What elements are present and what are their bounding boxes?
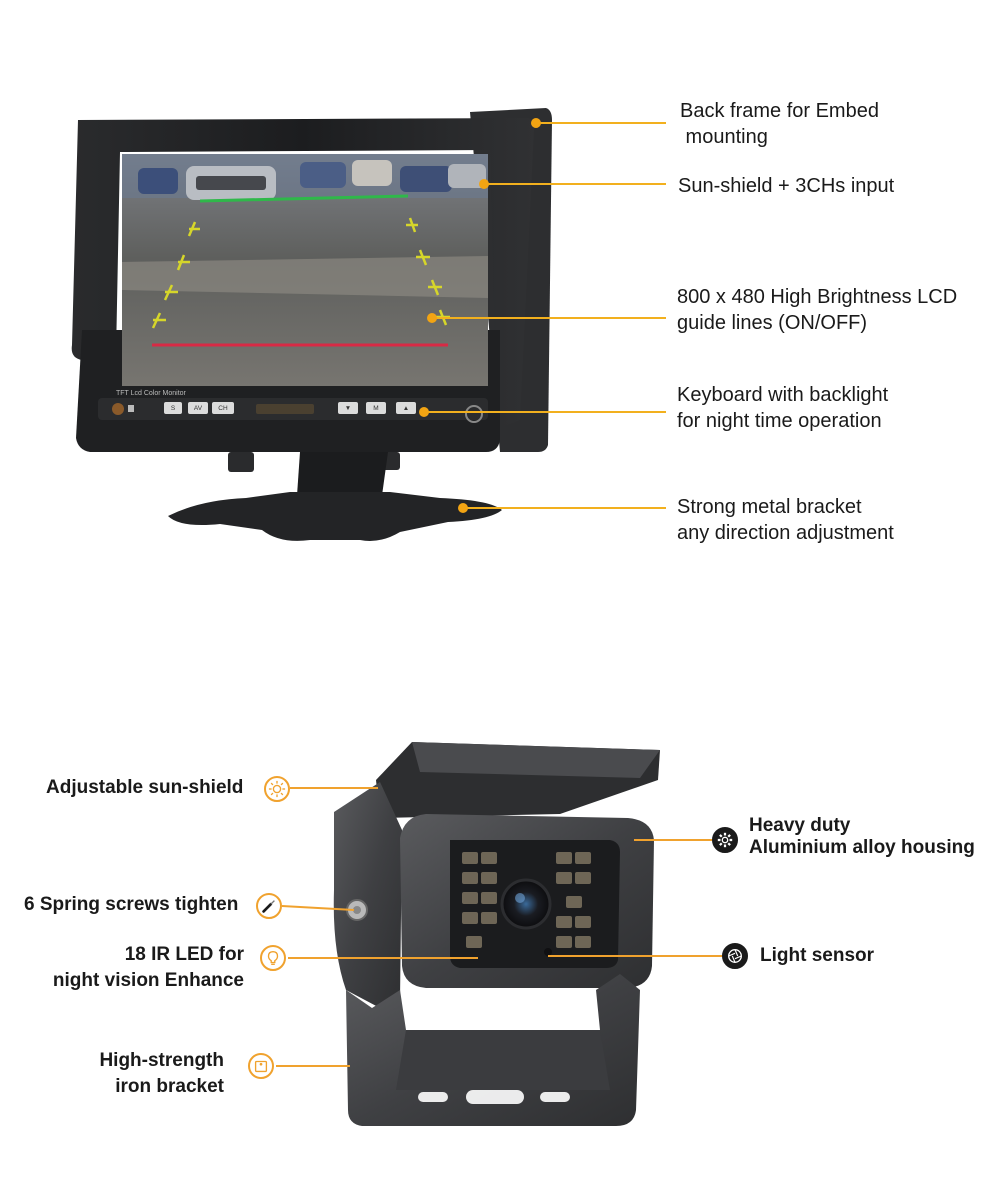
callout-back-frame-line2: mounting	[680, 126, 768, 148]
button-av-label: AV	[194, 405, 203, 412]
callout-ir-led: 18 IR LED for night vision Enhance	[44, 942, 244, 994]
button-down-label: ▼	[345, 405, 351, 412]
button-up[interactable]	[396, 402, 416, 414]
button-s[interactable]	[164, 402, 182, 414]
button-menu[interactable]	[366, 402, 386, 414]
callout-keyboard-line2: for night time operation	[677, 410, 882, 432]
callout-housing-line2: Aluminium alloy housing	[749, 837, 975, 858]
button-down[interactable]	[338, 402, 358, 414]
ir-window	[256, 404, 314, 414]
callout-sun-shield: Sun-shield + 3CHs input	[678, 173, 894, 199]
bulb-icon	[260, 945, 286, 971]
callout-light-sensor: Light sensor	[760, 943, 874, 969]
callout-adjustable-sun-shield-line1: Adjustable sun-shield	[46, 777, 244, 798]
callout-iron-bracket-line2: iron bracket	[115, 1076, 224, 1097]
ir-led-array	[462, 852, 591, 948]
callout-keyboard: Keyboard with backlight for night time o…	[677, 382, 888, 434]
screen-brand: TFT Lcd Color Monitor	[116, 390, 187, 397]
monitor-illustration: TFT Lcd Color Monitor S AV CH ▼ M ▲	[71, 108, 666, 541]
camera-lens	[500, 878, 552, 930]
headphone-jack-icon	[465, 405, 483, 423]
callout-light-sensor-line1: Light sensor	[760, 945, 875, 966]
callout-lcd-line1: 800 x 480 High Brightness LCD	[677, 286, 958, 308]
callout-bracket: Strong metal bracket any direction adjus…	[677, 494, 894, 546]
callout-bracket-line1: Strong metal bracket	[677, 496, 862, 518]
callout-spring-screws-line1: 6 Spring screws tighten	[24, 894, 239, 915]
callout-sun-shield-line1: Sun-shield + 3CHs input	[678, 175, 895, 197]
callout-keyboard-line1: Keyboard with backlight	[677, 384, 889, 406]
callout-adjustable-sun-shield: Adjustable sun-shield	[46, 775, 243, 801]
callout-lcd-line2: guide lines (ON/OFF)	[677, 312, 868, 334]
sun-icon	[264, 776, 290, 802]
metal-bracket-base	[168, 492, 502, 541]
callout-housing: Heavy duty Aluminium alloy housing	[749, 815, 975, 859]
monitor-section: TFT Lcd Color Monitor S AV CH ▼ M ▲	[71, 98, 957, 546]
aperture-icon	[722, 943, 748, 969]
callout-iron-bracket-line1: High-strength	[99, 1050, 224, 1071]
callout-ir-led-line2: night vision Enhance	[52, 970, 244, 991]
power-led-icon	[112, 403, 124, 415]
callout-lcd: 800 x 480 High Brightness LCD guide line…	[677, 284, 957, 336]
button-up-label: ▲	[403, 405, 409, 412]
button-ch-label: CH	[218, 405, 228, 412]
callout-spring-screws: 6 Spring screws tighten	[24, 892, 238, 918]
button-av[interactable]	[188, 402, 208, 414]
callout-back-frame: Back frame for Embed mounting	[680, 98, 879, 150]
monitor-callout-dots	[419, 118, 541, 513]
button-menu-label: M	[373, 405, 378, 412]
callout-ir-led-line1: 18 IR LED for	[124, 944, 244, 965]
button-ch[interactable]	[212, 402, 234, 414]
camera-callout-lines	[276, 787, 722, 1067]
sun-shield	[71, 118, 535, 430]
gear-icon	[712, 827, 738, 853]
screwdriver-icon	[256, 893, 282, 919]
light-sensor	[544, 948, 552, 956]
callout-iron-bracket: High-strength iron bracket	[90, 1048, 224, 1100]
camera-section: Adjustable sun-shield 6 Spring screws ti…	[0, 690, 1000, 1200]
callout-back-frame-line1: Back frame for Embed	[680, 100, 879, 122]
callout-housing-line1: Heavy duty	[749, 815, 851, 836]
side-bracket	[333, 782, 402, 1008]
button-s-label: S	[171, 405, 176, 412]
camera-illustration	[276, 742, 722, 1126]
callout-bracket-line2: any direction adjustment	[677, 522, 894, 544]
monitor-callout-lines	[424, 122, 666, 509]
bracket-icon	[248, 1053, 274, 1079]
